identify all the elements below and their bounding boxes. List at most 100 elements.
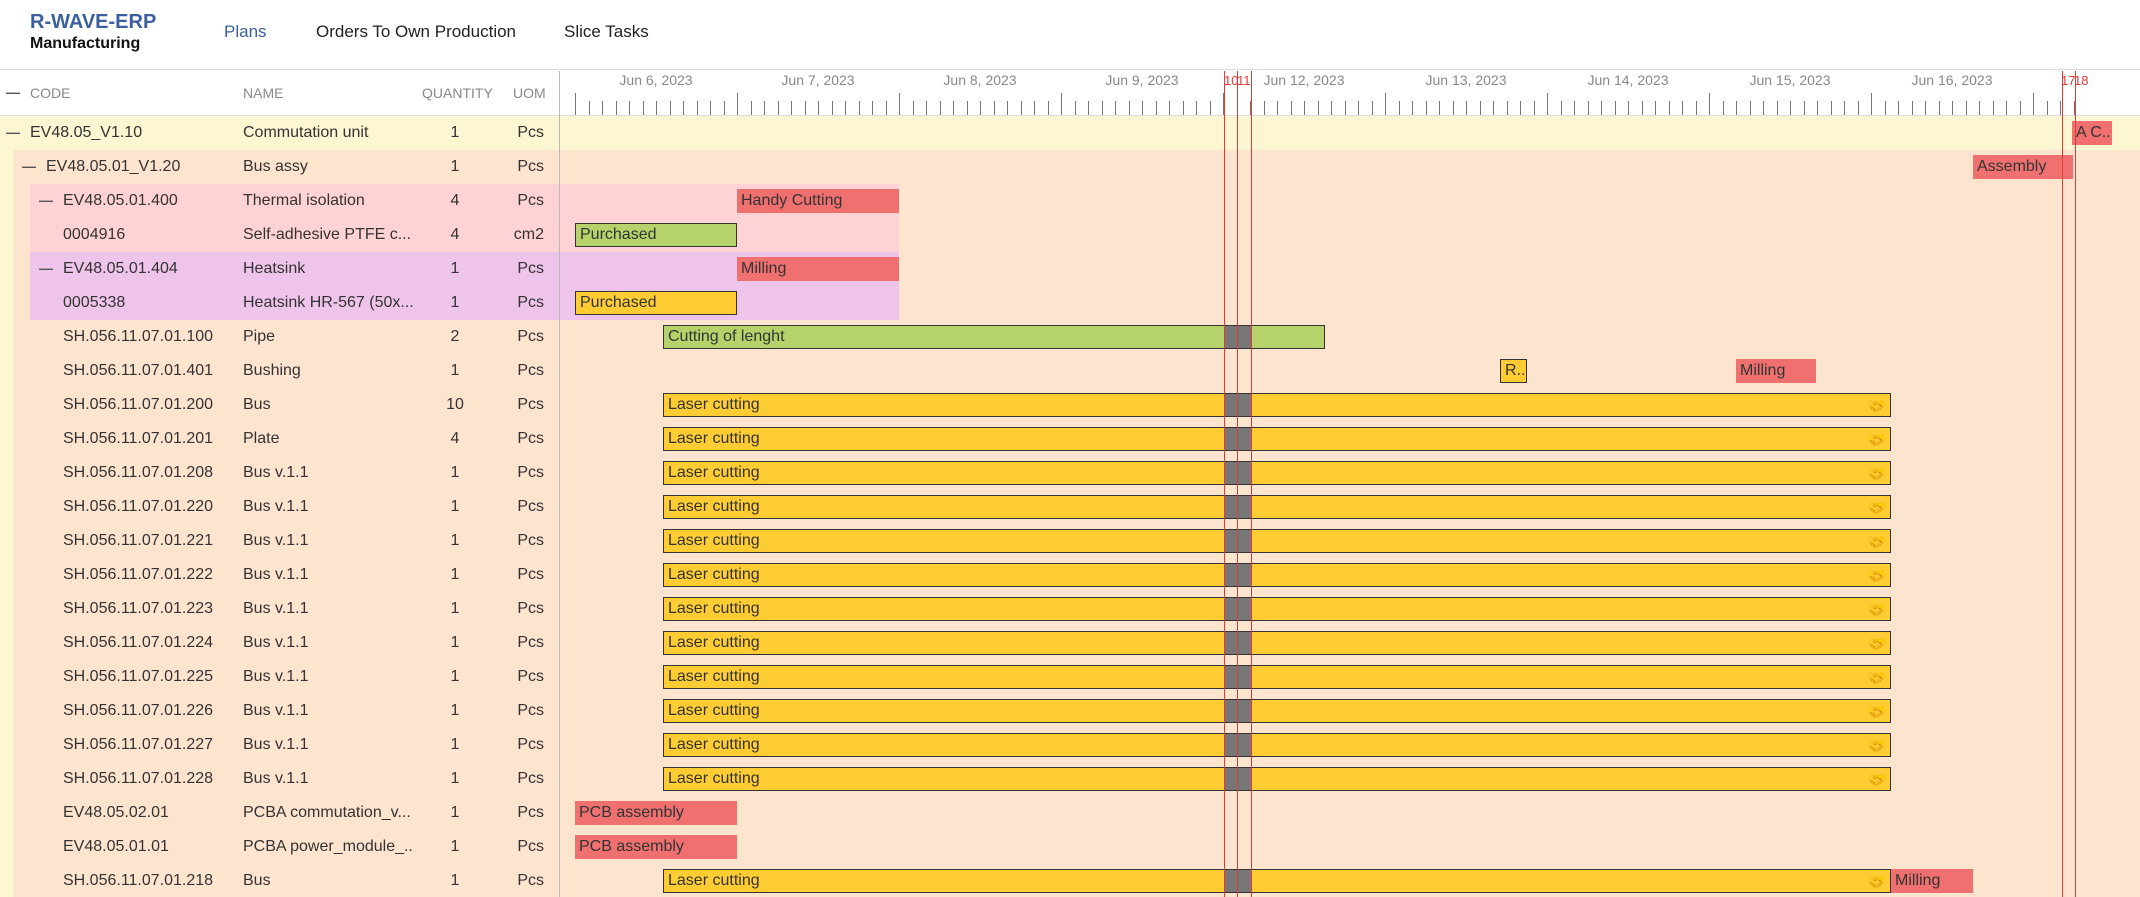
task-bar[interactable]: Purchased [575, 223, 737, 247]
row-collapse-button[interactable]: — [6, 124, 20, 140]
task-bar[interactable]: Laser cutting🤝 [663, 529, 1891, 553]
task-bar[interactable]: PCB assembly [575, 835, 737, 859]
timeline-major-tick [1385, 93, 1386, 115]
task-bar[interactable]: Handy Cutting [737, 189, 899, 213]
brand[interactable]: R-WAVE-ERP Manufacturing [30, 10, 156, 54]
tree-level-stripe [14, 490, 30, 524]
row-code: SH.056.11.07.01.226 [63, 702, 214, 719]
task-bar[interactable]: Milling [737, 257, 899, 281]
task-bar[interactable]: Cutting of lenght [663, 325, 1325, 349]
task-bar[interactable]: R... [1500, 359, 1527, 383]
task-bar[interactable]: Laser cutting🤝 [663, 495, 1891, 519]
row-collapse-button[interactable]: — [22, 158, 36, 174]
task-bar[interactable]: Purchased [575, 291, 737, 315]
task-bar[interactable]: Laser cutting🤝 [663, 393, 1891, 417]
row-uom: Pcs [517, 396, 544, 413]
timeline-minor-tick [1912, 101, 1913, 115]
row-quantity: 1 [450, 702, 460, 719]
column-quantity[interactable]: QUANTITY [422, 85, 493, 101]
task-bar[interactable]: Laser cutting🤝 [663, 427, 1891, 451]
task-bar[interactable]: Laser cutting🤝 [663, 597, 1891, 621]
task-bar[interactable]: A C... [2072, 121, 2112, 145]
timeline-minor-tick [1196, 101, 1197, 115]
task-bar[interactable]: Laser cutting🤝 [663, 733, 1891, 757]
nav-slice-tasks[interactable]: Slice Tasks [564, 22, 649, 41]
timeline-minor-tick [1520, 101, 1521, 115]
column-name[interactable]: NAME [243, 85, 284, 101]
row-quantity: 1 [450, 668, 460, 685]
task-bar[interactable]: Laser cutting🤝 [663, 699, 1891, 723]
task-bar[interactable]: Milling [1891, 869, 1973, 893]
timeline-minor-tick [1007, 101, 1008, 115]
task-bar[interactable]: Laser cutting🤝 [663, 869, 1891, 893]
collapse-all-button[interactable]: — [6, 84, 20, 100]
timeline-minor-tick [926, 101, 927, 115]
task-bar[interactable]: Assembly [1973, 155, 2073, 179]
task-bar-label: A C... [2076, 124, 2112, 141]
task-bar-label: Purchased [580, 226, 657, 243]
table-row[interactable]: SH.056.11.07.01.401Bushing1PcsR...Millin… [0, 354, 2140, 388]
column-uom[interactable]: UOM [513, 85, 546, 101]
row-code: SH.056.11.07.01.208 [63, 464, 214, 481]
tree-level-stripe [14, 592, 30, 626]
tree-level-stripe [14, 762, 30, 796]
timeline-major-tick [737, 93, 738, 115]
column-code[interactable]: CODE [30, 85, 71, 101]
app-header: R-WAVE-ERP Manufacturing Plans Orders To… [0, 0, 2140, 70]
row-uom: Pcs [517, 600, 544, 617]
tree-level-stripe [14, 388, 30, 422]
task-bar[interactable]: Milling [1736, 359, 1816, 383]
handshake-icon: 🤝 [1867, 567, 1886, 585]
grid-divider[interactable] [559, 71, 560, 897]
task-bar[interactable]: PCB assembly [575, 801, 737, 825]
nav-plans[interactable]: Plans [224, 22, 267, 41]
nav-orders-to-own-production[interactable]: Orders To Own Production [316, 22, 516, 41]
task-bar-label: Laser cutting [668, 566, 760, 583]
tree-level-stripe [14, 660, 30, 694]
handshake-icon: 🤝 [1867, 873, 1886, 891]
task-bar[interactable]: Laser cutting🤝 [663, 665, 1891, 689]
row-collapse-button[interactable]: — [39, 192, 53, 208]
timeline-minor-tick [1750, 101, 1751, 115]
row-name: Bus v.1.1 [243, 770, 309, 787]
row-name: Bus v.1.1 [243, 600, 309, 617]
row-name: Bus v.1.1 [243, 634, 309, 651]
row-uom: Pcs [517, 328, 544, 345]
row-name: Bus v.1.1 [243, 464, 309, 481]
timeline-minor-tick [913, 101, 914, 115]
task-bar[interactable]: Laser cutting🤝 [663, 767, 1891, 791]
timeline-minor-tick [778, 101, 779, 115]
timeline-minor-tick [1601, 101, 1602, 115]
row-name: Heatsink HR-567 (50x... [243, 294, 413, 311]
task-bar-label: Laser cutting [668, 770, 760, 787]
date-marker-label: 10 [1224, 73, 1239, 88]
task-bar[interactable]: Laser cutting 🤝 [663, 563, 1891, 587]
task-bar[interactable]: Laser cutting🤝 [663, 631, 1891, 655]
timeline-day-label: Jun 16, 2023 [1911, 72, 1993, 88]
task-bar[interactable]: Laser cutting🤝 [663, 461, 1891, 485]
timeline-minor-tick [1277, 101, 1278, 115]
row-collapse-button[interactable]: — [39, 260, 53, 276]
